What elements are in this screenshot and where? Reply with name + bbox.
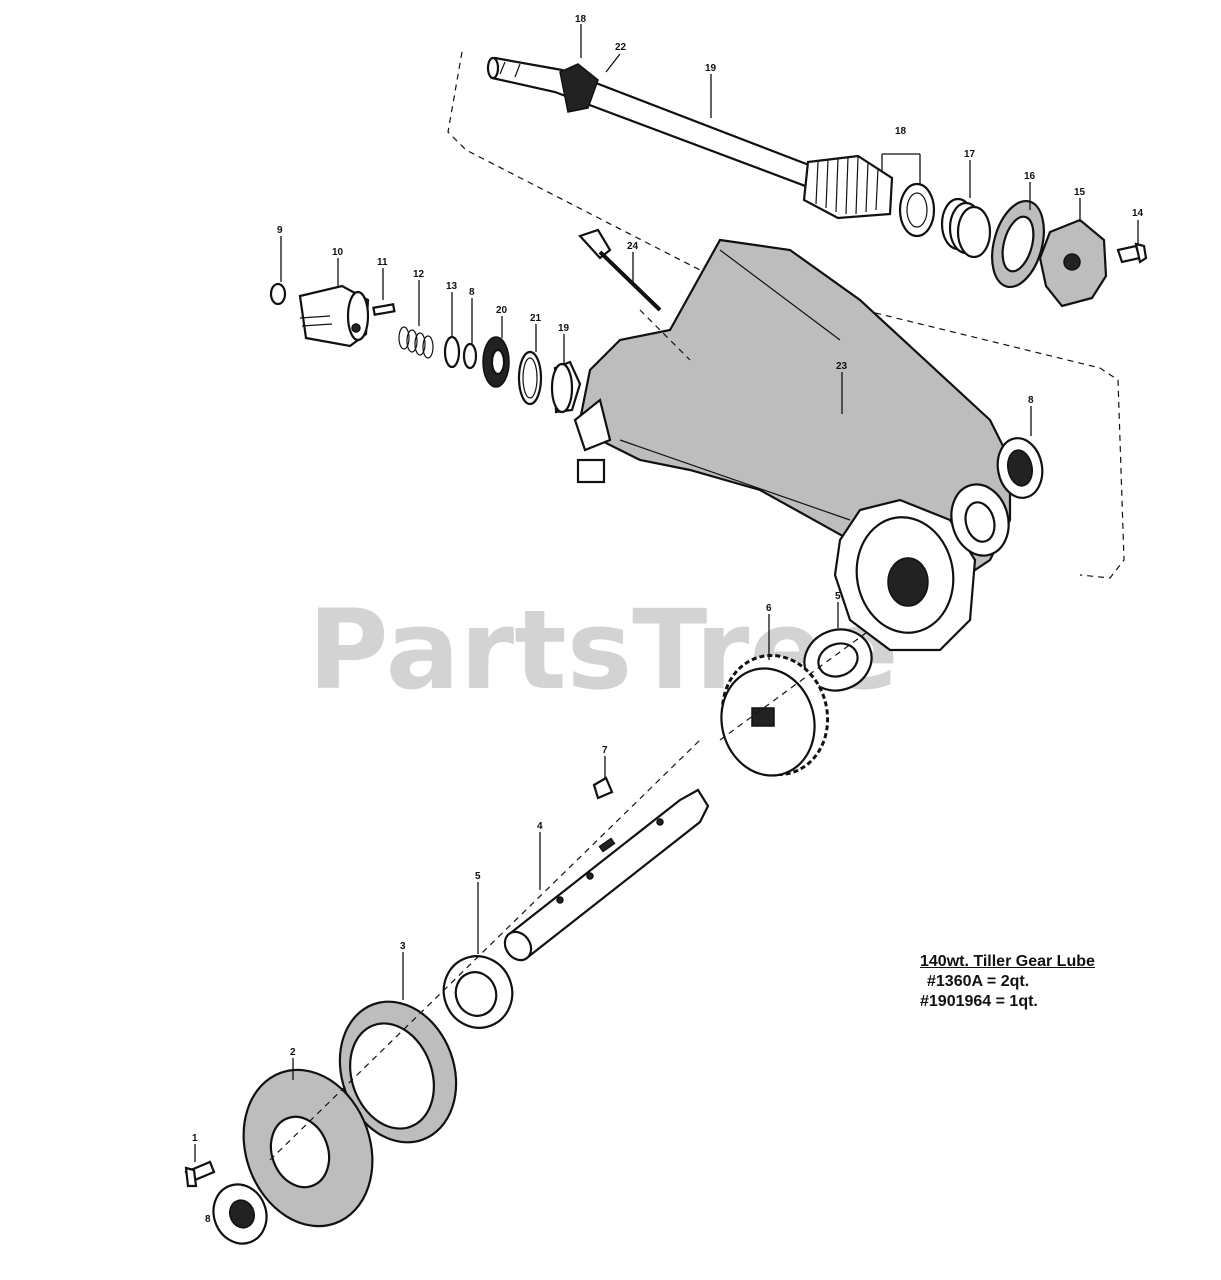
callout-10: 10 — [332, 247, 344, 258]
key-7[interactable] — [592, 776, 614, 800]
callout-8a: 8 — [469, 287, 475, 298]
callout-3: 3 — [400, 941, 406, 952]
callout-7: 7 — [602, 745, 608, 756]
tine-shaft-housing[interactable] — [573, 238, 1016, 652]
gasket-16[interactable] — [983, 195, 1052, 292]
callout-17: 17 — [964, 149, 976, 160]
gasket-3[interactable] — [321, 985, 475, 1159]
retaining-ring-9[interactable] — [269, 282, 287, 306]
side-plate-2[interactable] — [222, 1052, 393, 1245]
bolt-14[interactable] — [1116, 242, 1148, 264]
bearing-cup-18[interactable] — [898, 182, 936, 238]
worm-gear-6[interactable] — [709, 644, 841, 787]
centerline-lower-shaft — [269, 739, 701, 1161]
callout-6: 6 — [766, 603, 772, 614]
callout-8b: 8 — [1028, 395, 1034, 406]
callout-18b: 18 — [895, 126, 907, 137]
lube-note-line-2: #1901964 = 1qt. — [920, 993, 1038, 1010]
shim-spring-17[interactable] — [940, 197, 992, 259]
leader-lines — [194, 24, 1139, 1162]
callout-11: 11 — [377, 257, 388, 268]
callout-labels: 18 22 19 18 17 16 15 14 9 10 11 12 13 8 … — [192, 14, 1144, 1225]
callout-24: 24 — [627, 241, 639, 252]
dipstick-24[interactable] — [578, 228, 662, 312]
centerline-dipstick — [639, 309, 691, 361]
spring-12[interactable] — [398, 326, 434, 359]
tine-shaft-4[interactable] — [500, 788, 710, 965]
callout-22: 22 — [615, 42, 627, 53]
callout-14: 14 — [1132, 208, 1144, 219]
callout-18a: 18 — [575, 14, 587, 25]
callout-5b: 5 — [475, 871, 481, 882]
worm-shaft[interactable] — [486, 56, 824, 192]
bearing-20[interactable] — [482, 336, 510, 388]
seal-8-left[interactable] — [462, 342, 478, 370]
washer-13[interactable] — [443, 335, 461, 369]
callout-13: 13 — [446, 281, 458, 292]
pin-11[interactable] — [372, 303, 396, 316]
bearing-cone-top[interactable] — [559, 63, 599, 113]
end-cap-15[interactable] — [1038, 218, 1108, 308]
lube-note-line-1: #1360A = 2qt. — [927, 973, 1030, 990]
bearing-cup-19[interactable] — [550, 360, 582, 414]
seal-8-bottom[interactable] — [205, 1177, 274, 1251]
snap-ring-21[interactable] — [517, 350, 543, 406]
callout-1: 1 — [192, 1133, 198, 1144]
worm-gear-threads[interactable] — [802, 154, 894, 220]
callout-12: 12 — [413, 269, 425, 280]
callout-19a: 19 — [705, 63, 717, 74]
callout-19b: 19 — [558, 323, 570, 334]
callout-2: 2 — [290, 1047, 296, 1058]
callout-20: 20 — [496, 305, 508, 316]
bearing-5-lower[interactable] — [434, 947, 523, 1038]
callout-23: 23 — [836, 361, 848, 372]
seal-8-right[interactable] — [993, 435, 1047, 502]
callout-21: 21 — [530, 313, 542, 324]
callout-9: 9 — [277, 225, 283, 236]
callout-16: 16 — [1024, 171, 1036, 182]
lube-note: 140wt. Tiller Gear Lube #1360A = 2qt. #1… — [920, 952, 1095, 1012]
coupling-10[interactable] — [298, 284, 370, 348]
callout-8c: 8 — [205, 1214, 211, 1225]
callout-4: 4 — [537, 821, 543, 832]
bolt-1[interactable] — [184, 1160, 216, 1188]
callout-5a: 5 — [835, 591, 841, 602]
centerline-gear — [719, 629, 871, 741]
callout-15: 15 — [1074, 187, 1086, 198]
assembly-boundary — [447, 51, 1125, 579]
lube-note-title: 140wt. Tiller Gear Lube — [920, 953, 1095, 970]
